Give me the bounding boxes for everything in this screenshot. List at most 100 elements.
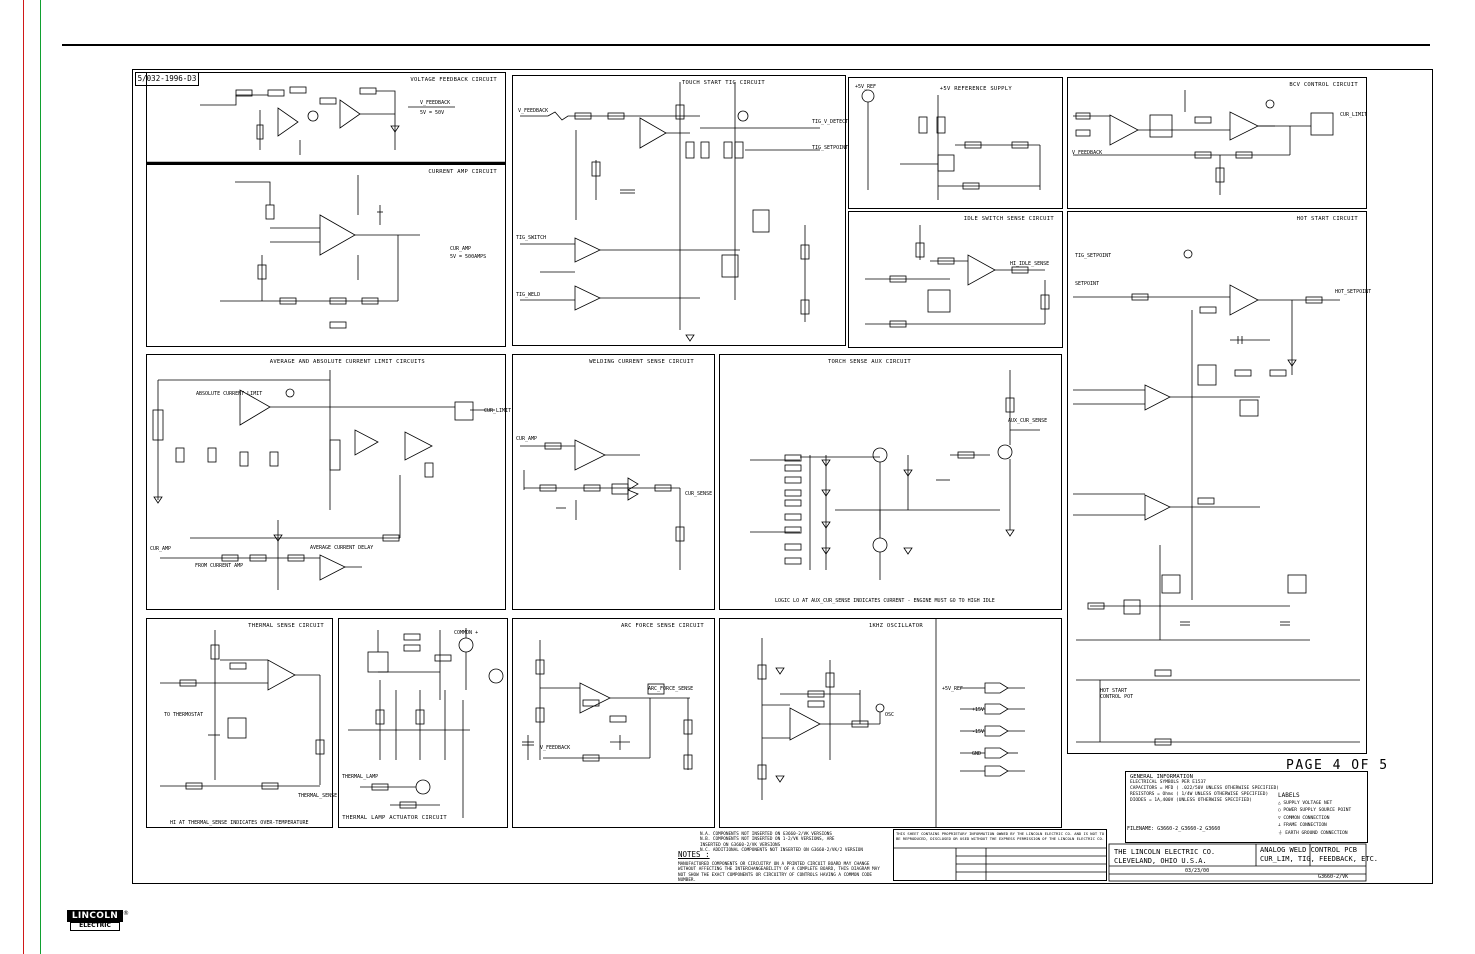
label-minus15: -15V [972, 729, 985, 735]
label-cur-amp: CUR_AMP [150, 546, 172, 552]
label-tig-v-detect: TIG_V_DETECT [812, 119, 849, 125]
notes-lower: MANUFACTURED COMPONENTS OR CIRCUITRY ON … [678, 862, 888, 883]
panel-title: VOLTAGE FEEDBACK CIRCUIT [410, 77, 497, 83]
panel-title: IDLE SWITCH SENSE CIRCUIT [963, 216, 1054, 222]
panel-title: TORCH SENSE AUX CIRCUIT [827, 359, 911, 365]
label-hot-setpoint: HOT_SETPOINT [1335, 289, 1372, 295]
notes-body: N.A. COMPONENTS NOT INSERTED ON G3660-2/… [700, 832, 886, 853]
label-absolute-limit: ABSOLUTE CURRENT LIMIT [196, 391, 263, 397]
panel-ref-supply: +5V REFERENCE SUPPLY [848, 77, 1063, 209]
panel-thermal-lamp: THERMAL LAMP ACTUATOR CIRCUIT [338, 618, 508, 828]
label-key-item: ◯ POWER SUPPLY SOURCE POINT [1278, 808, 1352, 813]
note-line: MANUFACTURED COMPONENTS OR CIRCUITRY ON … [678, 862, 870, 867]
panel-idle-switch: IDLE SWITCH SENSE CIRCUIT [848, 211, 1063, 348]
label-cur-limit: CUR_LIMIT [484, 408, 512, 414]
earth-ground-icon: ⏚ [1278, 830, 1286, 836]
description-line: ANALOG WELD CONTROL PCB [1260, 846, 1357, 854]
panel-title: 1KHZ OSCILLATOR [868, 623, 923, 629]
label-thermal-note: HI AT THERMAL_SENSE INDICATES OVER-TEMPE… [170, 820, 309, 826]
label-hi-idle-sense: HI_IDLE_SENSE [1010, 261, 1050, 267]
company-line: THE LINCOLN ELECTRIC CO. [1114, 848, 1216, 856]
frame-connection-icon: ⊥ [1278, 823, 1284, 828]
panel-thermal-sense: THERMAL SENSE CIRCUIT [146, 618, 333, 828]
label-average-delay: AVERAGE CURRENT DELAY [310, 545, 374, 551]
label-key-item: ▽ COMMON CONNECTION [1278, 815, 1330, 821]
labels-header: LABELS [1278, 792, 1300, 799]
label-aux-cur-sense: AUX_CUR_SENSE [1008, 418, 1048, 424]
label-cur-amp: CUR_AMP [516, 436, 538, 442]
description-line: CUR_LIM, TIG, FEEDBACK, ETC. [1260, 855, 1379, 863]
filename: FILENAME: G3660-2_G3660-2_G3660 [1127, 826, 1221, 832]
panel-touch-start-tig: TOUCH START TIG CIRCUIT [512, 75, 846, 346]
label-key-item: ⊥ FRAME CONNECTION [1278, 823, 1327, 828]
label-from-current-amp: FROM CURRENT AMP [195, 563, 244, 569]
note-line: NOT SHOW THE EXACT COMPONENTS OR CIRCUIT… [678, 872, 873, 878]
general-info-header: GENERAL INFORMATION [1130, 774, 1193, 780]
lincoln-electric-logo: LINCOLN ELECTRIC ® [67, 910, 131, 932]
label-setpoint: SETPOINT [1075, 281, 1100, 287]
company-line: CLEVELAND, OHIO U.S.A. [1114, 857, 1207, 865]
panel-oscillator: 1KHZ OSCILLATOR [719, 618, 1062, 828]
note-line: NUMBER. [678, 877, 697, 883]
panel-title: TOUCH START TIG CIRCUIT [681, 80, 765, 86]
label-cur-sense: CUR_SENSE [685, 491, 713, 497]
company-name: THE LINCOLN ELECTRIC CO. CLEVELAND, OHIO… [1114, 848, 1215, 866]
panel-torch-sense-aux: TORCH SENSE AUX CIRCUIT [719, 354, 1062, 610]
info-line: ELECTRICAL SYMBOLS PER E1537 [1130, 780, 1206, 785]
logo-top: LINCOLN [67, 910, 123, 922]
label-arc-force-sense: ARC_FORCE_SENSE [648, 686, 694, 692]
panel-arc-force: ARC FORCE SENSE CIRCUIT [512, 618, 715, 828]
panel-title: THERMAL SENSE CIRCUIT [248, 623, 324, 629]
note-line: N.B. COMPONENTS NOT INSERTED ON 1-2/VK V… [700, 837, 835, 843]
page-label: PAGE 4 OF 5 [1286, 758, 1389, 773]
proprietary-text: THIS SHEET CONTAINS PROPRIETARY INFORMAT… [896, 831, 1105, 841]
drawing-date: 03/23/00 [1185, 868, 1210, 874]
supply-voltage-icon: △ [1278, 800, 1284, 806]
panel-title: WELDING CURRENT SENSE CIRCUIT [589, 359, 694, 365]
label-ref: +5V_REF [855, 84, 877, 90]
label-thermal-sense: THERMAL_SENSE [298, 793, 338, 799]
panel-title: CURRENT AMP CIRCUIT [428, 169, 497, 175]
label-key-item: ⏚ EARTH GROUND CONNECTION [1278, 830, 1348, 836]
label-v-feedback: V_FEEDBACK [540, 745, 571, 751]
note-line: N.C. ADDITIONAL COMPONENTS NOT INSERTED … [700, 847, 863, 853]
label-tig-switch: TIG_SWITCH [516, 235, 547, 241]
panel-title: HOT START CIRCUIT [1296, 216, 1358, 222]
drawing-description: ANALOG WELD CONTROL PCB CUR_LIM, TIG, FE… [1260, 846, 1378, 864]
top-rule [62, 44, 1430, 46]
label-tig-setpoint: TIG_SETPOINT [1075, 253, 1112, 259]
label-thermal-lamp: THERMAL_LAMP [342, 774, 379, 780]
info-line: RESISTORS = Ohms ( 1/4W UNLESS OTHERWISE… [1130, 792, 1269, 797]
label-cur-limit: CUR_LIMIT [1340, 112, 1368, 118]
left-green-margin-line [40, 0, 41, 954]
label-scale: 5V = 50V [420, 110, 445, 116]
note-line: N.A. COMPONENTS NOT INSERTED ON G3660-2/… [700, 832, 832, 837]
panel-bcv-control: BCV CONTROL CIRCUIT [1067, 77, 1367, 209]
labels-key: LABELS △ SUPPLY VOLTAGE NET ◯ POWER SUPP… [1278, 792, 1351, 837]
panel-current-amp: CURRENT AMP CIRCUIT [146, 164, 506, 347]
label-v-feedback: V_FEEDBACK [518, 108, 549, 114]
label-scale: 5V = 500AMPS [450, 254, 487, 260]
label-osc: OSC [885, 712, 895, 718]
label-torch-note: LOGIC LO AT AUX_CUR_SENSE INDICATES CURR… [775, 598, 995, 604]
label-ref: +5V_REF [942, 686, 964, 692]
proprietary-box [893, 829, 1107, 881]
panel-current-limit: AVERAGE AND ABSOLUTE CURRENT LIMIT CIRCU… [146, 354, 506, 610]
label-hot-start-pot: HOT START CONTROL POT [1100, 688, 1134, 700]
note-line: WITHOUT AFFECTING THE INTERCHANGEABILITY… [678, 867, 880, 873]
schematic-sheet [132, 69, 1433, 884]
label-gnd: GND [972, 751, 982, 757]
label-to-thermostat: TO THERMOSTAT [164, 712, 204, 718]
left-red-margin-line [23, 0, 24, 954]
panel-welding-current-sense: WELDING CURRENT SENSE CIRCUIT [512, 354, 715, 610]
panel-title: BCV CONTROL CIRCUIT [1289, 82, 1358, 88]
label-v-feedback: V_FEEDBACK [1072, 150, 1103, 156]
logo-bottom: ELECTRIC [70, 922, 120, 931]
label-common: COMMON + [454, 630, 479, 636]
panel-title: +5V REFERENCE SUPPLY [939, 86, 1012, 92]
label-key-item: △ SUPPLY VOLTAGE NET [1278, 800, 1333, 806]
label-cur-amp: CUR_AMP [450, 246, 472, 252]
registered-mark: ® [123, 910, 129, 917]
panel-hot-start: HOT START CIRCUIT [1067, 211, 1367, 754]
